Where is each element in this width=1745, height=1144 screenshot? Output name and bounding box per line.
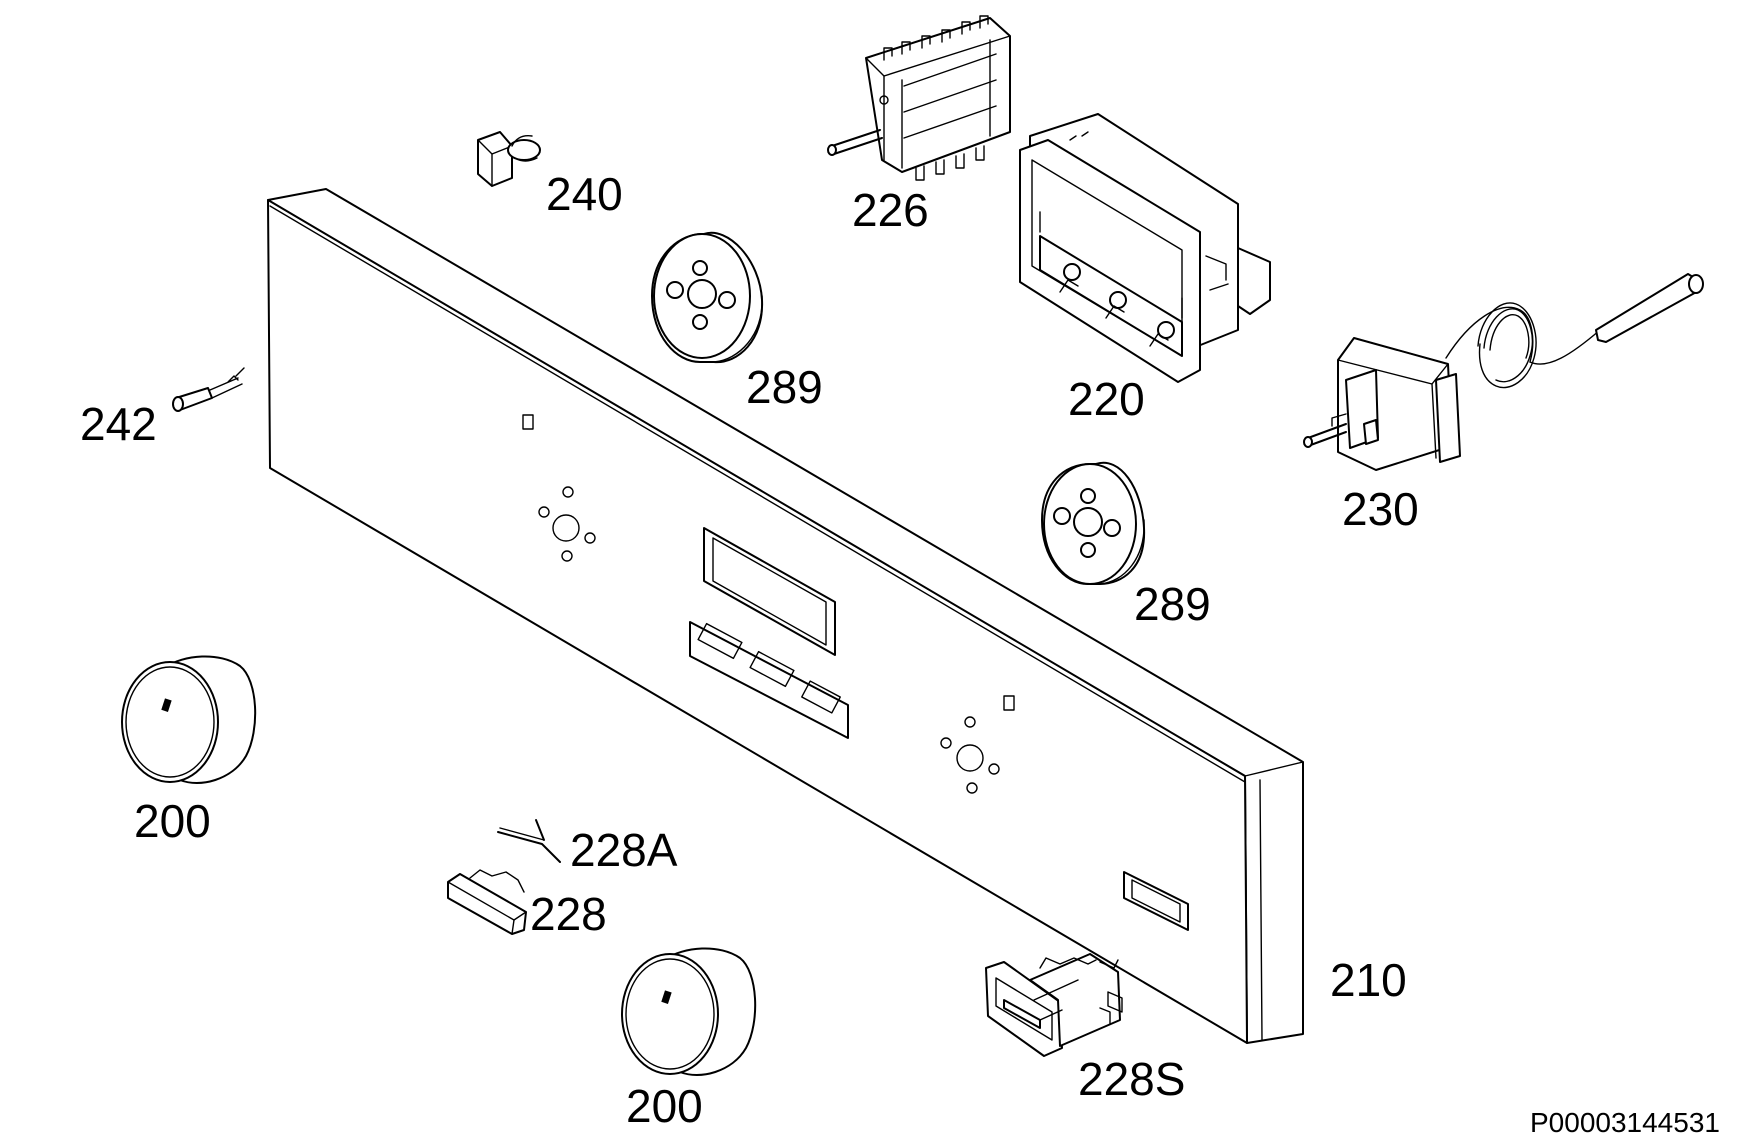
- label-240: 240: [546, 168, 623, 220]
- label-289-upper: 289: [746, 361, 823, 413]
- document-number: P00003144531: [1530, 1107, 1720, 1138]
- label-200-left: 200: [134, 795, 211, 847]
- label-220: 220: [1068, 373, 1145, 425]
- knob-200-left: [121, 655, 257, 784]
- label-230: 230: [1342, 483, 1419, 535]
- rocker-switch-228S: [985, 953, 1123, 1057]
- knob-ring-289-upper: [651, 231, 764, 364]
- control-panel-210: [267, 188, 1304, 1044]
- label-228: 228: [530, 888, 607, 940]
- label-226: 226: [852, 184, 929, 236]
- push-button-240: [477, 131, 541, 187]
- label-242: 242: [80, 398, 157, 450]
- selector-switch-226: [827, 15, 1011, 181]
- label-228S: 228S: [1078, 1053, 1185, 1105]
- button-bar-228: [447, 869, 527, 935]
- label-289-lower: 289: [1134, 578, 1211, 630]
- display-module-220: [1019, 113, 1271, 383]
- knob-200-bottom: [621, 947, 757, 1076]
- label-228A: 228A: [570, 824, 678, 876]
- knob-ring-289-lower: [1041, 461, 1146, 585]
- pin-242: [172, 367, 245, 412]
- thermostat-230: [1303, 273, 1704, 471]
- rod-228A: [497, 819, 561, 863]
- label-210: 210: [1330, 954, 1407, 1006]
- label-200-bottom: 200: [626, 1080, 703, 1132]
